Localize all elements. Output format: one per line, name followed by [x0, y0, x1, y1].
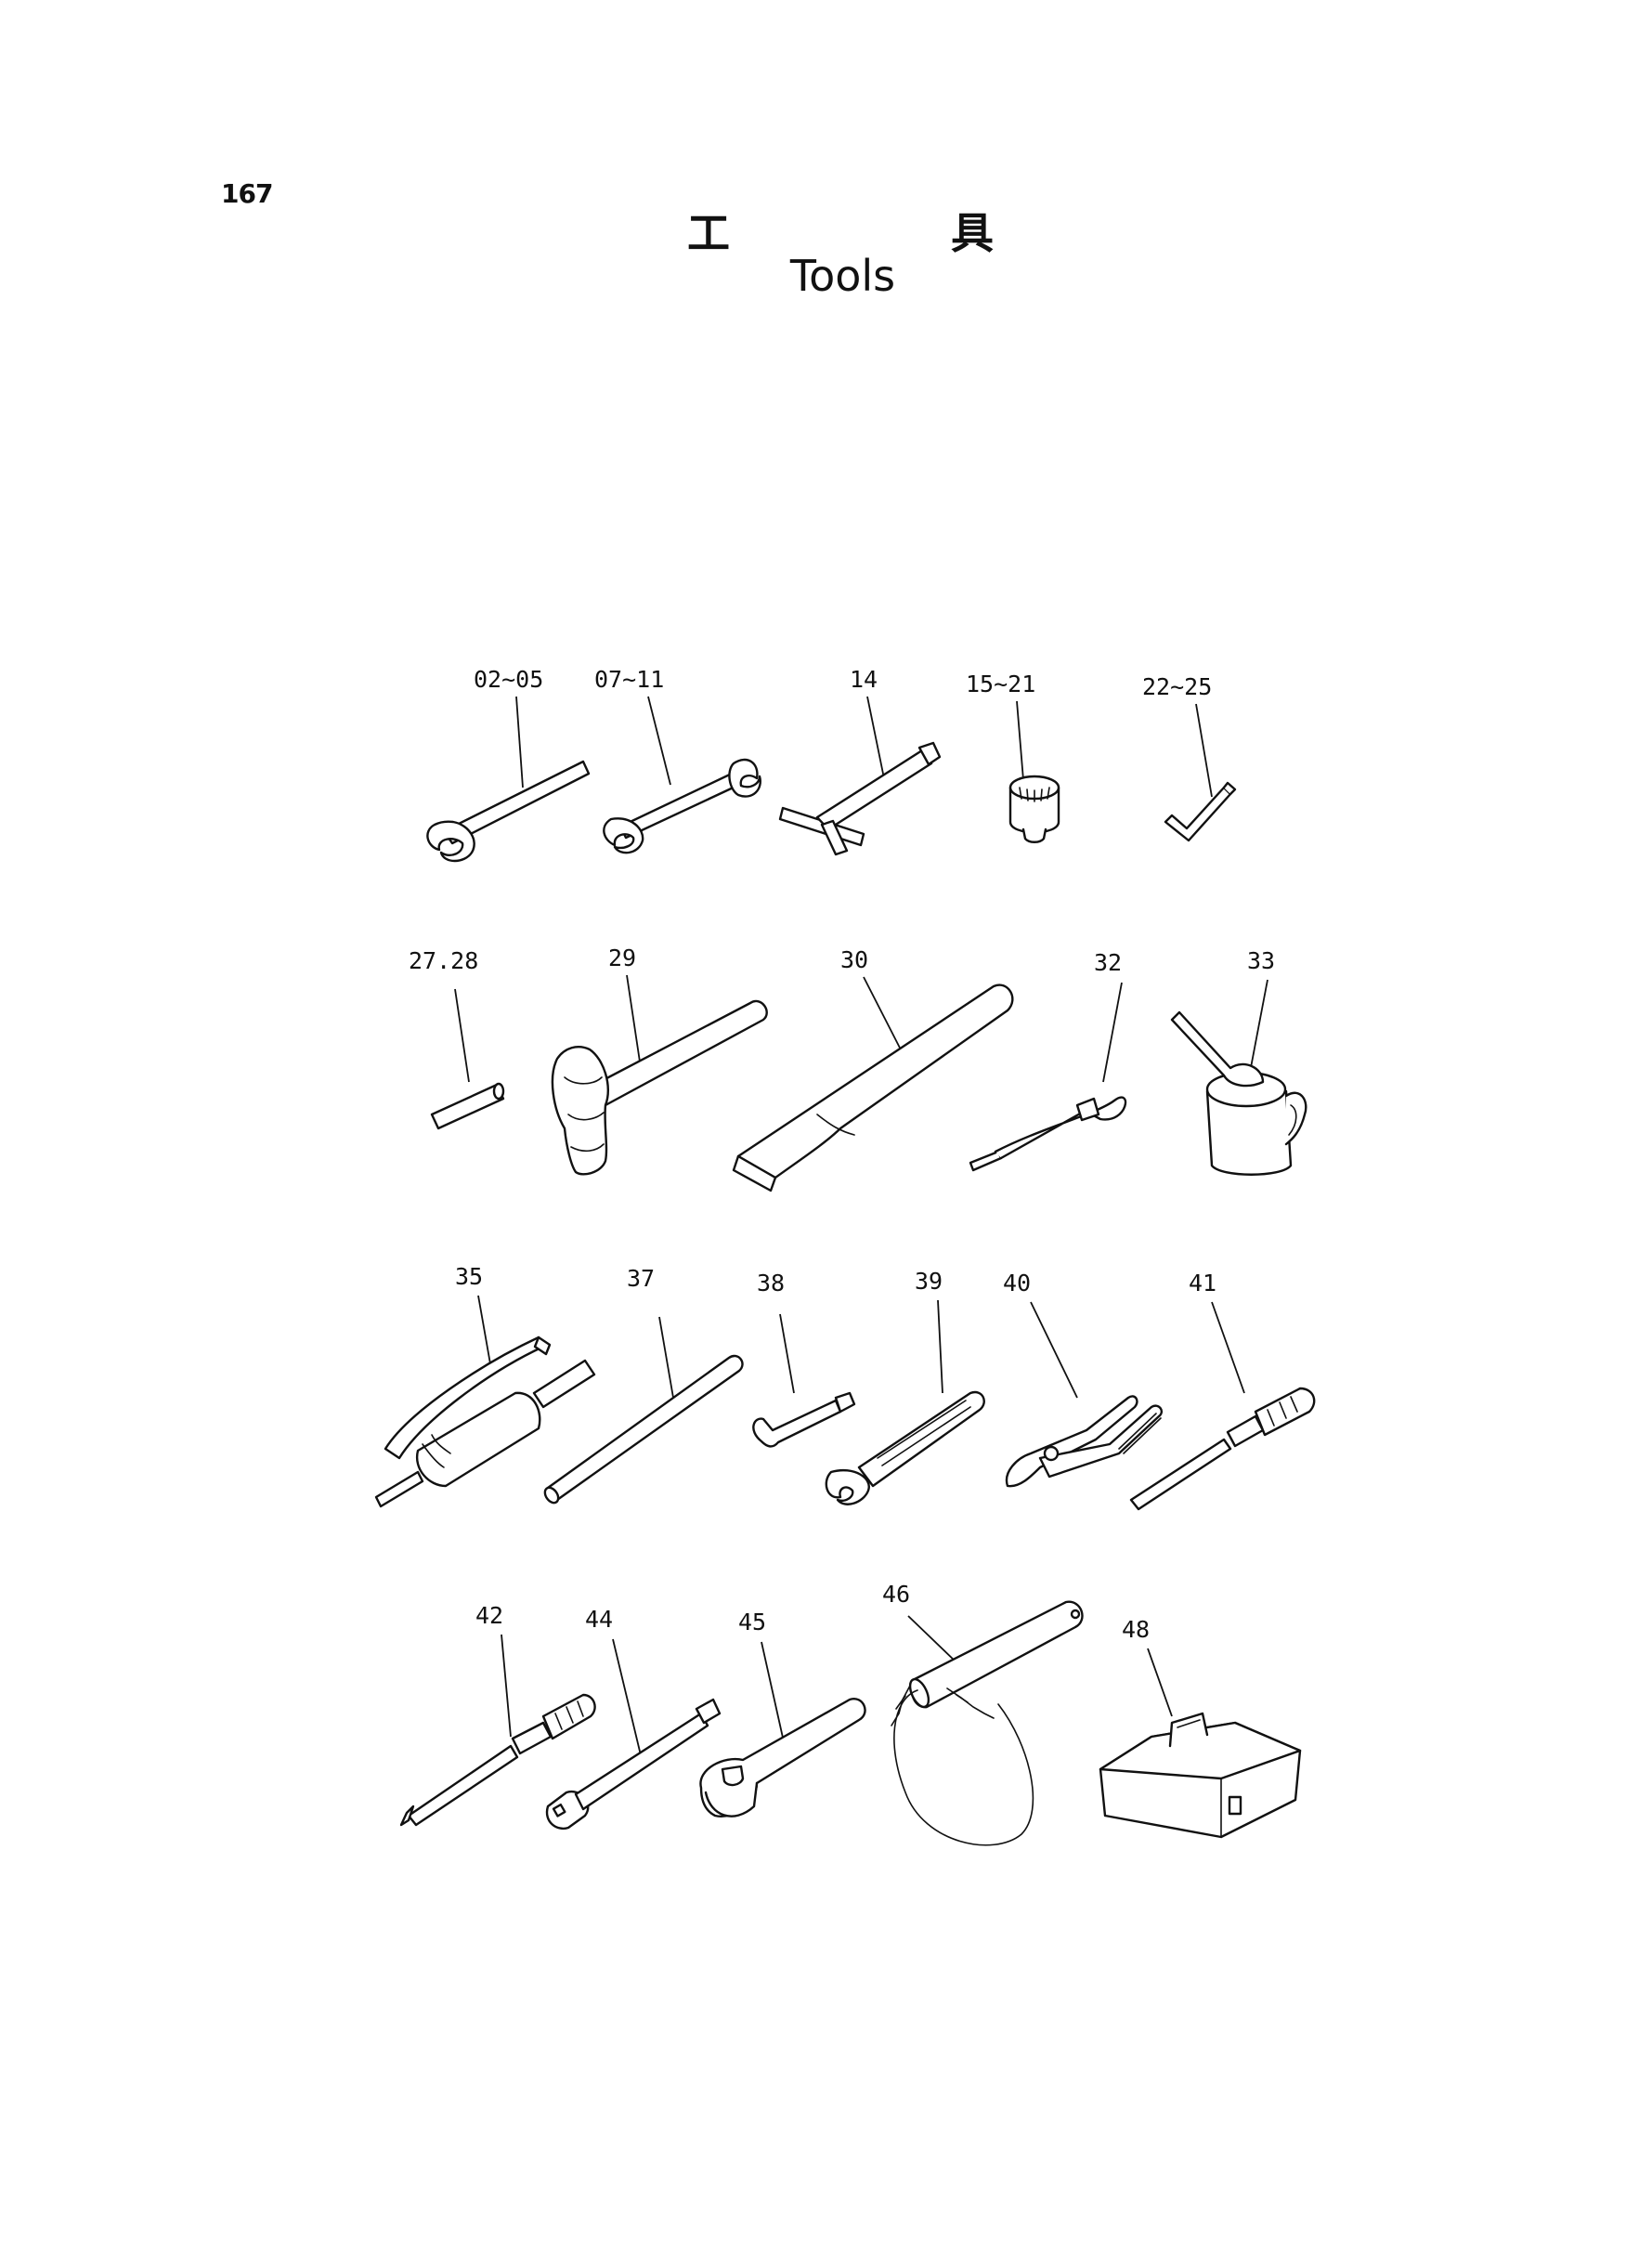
label-14: 14 — [850, 666, 878, 693]
title-japanese: 工 具 — [687, 200, 994, 261]
callout-38[interactable]: 38 — [752, 1270, 856, 1448]
label-42: 42 — [475, 1602, 503, 1629]
cross-screwdriver-drawing — [399, 1693, 596, 1827]
callout-40[interactable]: 40 — [1003, 1270, 1164, 1488]
label-38: 38 — [757, 1270, 785, 1296]
page-number: 167 — [221, 178, 273, 209]
leader-27-28 — [454, 988, 470, 1083]
label-37: 37 — [627, 1265, 655, 1292]
label-27-28: 27.28 — [409, 947, 478, 974]
leader-41 — [1211, 1301, 1245, 1394]
label-22-25: 22~25 — [1142, 673, 1212, 700]
leader-30 — [863, 976, 906, 1060]
leader-45 — [761, 1641, 786, 1747]
leader-40 — [1030, 1301, 1078, 1399]
ratchet-handle-drawing — [699, 1698, 866, 1818]
label-41: 41 — [1189, 1270, 1216, 1296]
label-35: 35 — [455, 1263, 483, 1290]
leader-38 — [779, 1313, 795, 1394]
label-45: 45 — [738, 1609, 766, 1635]
leader-37 — [658, 1316, 674, 1399]
label-15-21: 15~21 — [966, 671, 1035, 697]
grease-gun-drawing — [374, 1335, 596, 1508]
callout-46[interactable]: 46 — [882, 1581, 1084, 1846]
callout-39[interactable]: 39 — [825, 1268, 985, 1505]
pliers-drawing — [1005, 1395, 1164, 1488]
label-44: 44 — [585, 1606, 613, 1633]
leader-46 — [907, 1615, 957, 1663]
leader-07-11 — [647, 696, 671, 786]
extension-pipe-drawing — [732, 984, 1014, 1192]
leader-32 — [1102, 982, 1123, 1083]
label-07-11: 07~11 — [594, 666, 664, 693]
label-02-05: 02~05 — [474, 666, 543, 693]
oil-can-drawing — [1170, 1010, 1307, 1176]
leader-02-05 — [515, 696, 524, 788]
callout-33[interactable]: 33 — [1170, 947, 1307, 1176]
callout-30[interactable]: 30 — [732, 946, 1014, 1192]
leader-42 — [501, 1634, 512, 1738]
callout-35[interactable]: 35 — [374, 1263, 596, 1508]
double-end-spanner-drawing — [603, 758, 761, 854]
title-en-text: Tools — [789, 251, 896, 301]
callout-15-21[interactable]: 15~21 — [966, 671, 1060, 843]
leader-22-25 — [1195, 703, 1213, 798]
leader-48 — [1147, 1648, 1173, 1717]
callout-14[interactable]: 14 — [778, 666, 942, 856]
hex-key-drawing — [1164, 781, 1237, 842]
label-40: 40 — [1003, 1270, 1031, 1296]
t-socket-wrench-drawing — [778, 741, 942, 856]
leader-44 — [612, 1638, 642, 1756]
label-29: 29 — [608, 945, 636, 971]
title-english: Tools — [0, 251, 1652, 301]
label-30: 30 — [840, 946, 868, 973]
callout-44[interactable]: 44 — [545, 1606, 722, 1831]
leader-29 — [626, 974, 642, 1069]
single-end-spanner-drawing — [426, 760, 591, 863]
callout-32[interactable]: 32 — [969, 949, 1127, 1172]
label-48: 48 — [1122, 1616, 1150, 1643]
extension-bar-drawing — [545, 1698, 722, 1831]
hex-bit-drawing — [430, 1082, 505, 1130]
callout-22-25[interactable]: 22~25 — [1142, 673, 1237, 842]
socket-drawing — [1008, 775, 1060, 843]
callout-07-11[interactable]: 07~11 — [594, 666, 761, 854]
callout-29[interactable]: 29 — [551, 945, 768, 1176]
flat-screwdriver-drawing — [1129, 1387, 1316, 1511]
callout-41[interactable]: 41 — [1129, 1270, 1316, 1511]
callout-45[interactable]: 45 — [699, 1609, 866, 1818]
label-39: 39 — [915, 1268, 943, 1295]
callout-42[interactable]: 42 — [399, 1602, 596, 1827]
tool-box-drawing — [1099, 1712, 1302, 1839]
leader-15-21 — [1016, 700, 1024, 781]
grease-hose-drawing — [969, 1096, 1127, 1172]
callout-27-28[interactable]: 27.28 — [409, 947, 505, 1130]
label-32: 32 — [1094, 949, 1122, 976]
callout-37[interactable]: 37 — [542, 1265, 744, 1505]
label-33: 33 — [1247, 947, 1275, 974]
leader-14 — [866, 696, 885, 779]
callout-48[interactable]: 48 — [1099, 1616, 1302, 1839]
label-46: 46 — [882, 1581, 910, 1608]
title-jp-char-1: 工 — [687, 208, 730, 258]
leader-35 — [477, 1295, 493, 1375]
title-jp-char-2: 具 — [951, 208, 994, 258]
leader-39 — [937, 1299, 943, 1394]
leader-33 — [1248, 979, 1268, 1078]
filter-wrench-drawing — [891, 1600, 1084, 1846]
adjustable-wrench-drawing — [825, 1390, 985, 1505]
l-wrench-drawing — [752, 1391, 856, 1448]
hammer-drawing — [551, 999, 768, 1176]
callout-02-05[interactable]: 02~05 — [426, 666, 591, 863]
bar-drawing — [543, 1354, 744, 1505]
